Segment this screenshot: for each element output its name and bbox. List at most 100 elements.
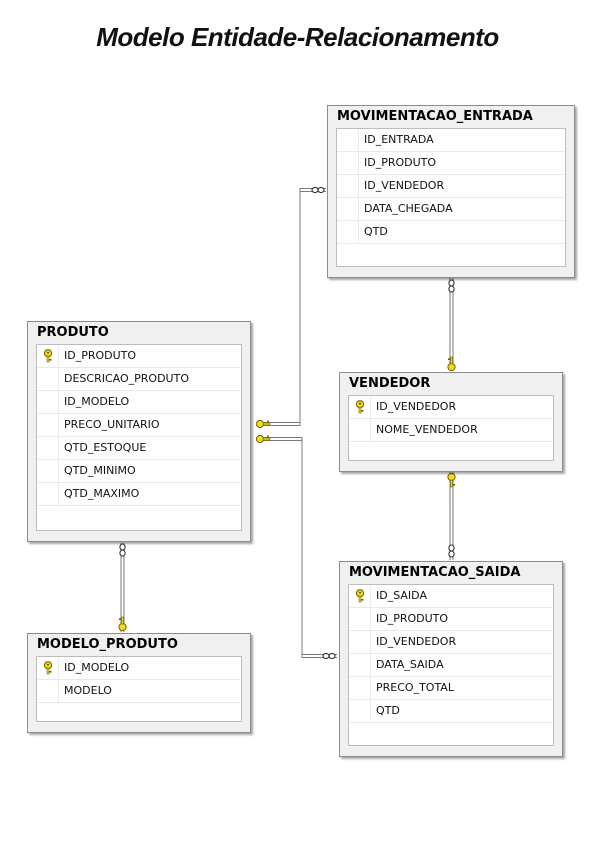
row-selector xyxy=(349,419,371,441)
key-icon xyxy=(43,661,53,675)
key-icon xyxy=(447,356,456,372)
row-selector xyxy=(349,700,371,722)
column-row[interactable]: QTD xyxy=(349,700,553,723)
column-row[interactable]: DATA_CHEGADA xyxy=(337,198,565,221)
row-selector xyxy=(37,483,59,505)
column-row[interactable]: QTD xyxy=(337,221,565,244)
key-icon xyxy=(255,419,271,429)
column-row[interactable]: ID_SAIDA xyxy=(349,585,553,608)
column-row[interactable]: ID_ENTRADA xyxy=(337,129,565,152)
infinity-icon xyxy=(448,279,455,293)
entity-title: MOVIMENTACAO_SAIDA xyxy=(349,565,521,580)
column-row[interactable]: MODELO xyxy=(37,680,241,703)
page-title: Modelo Entidade-Relacionamento xyxy=(96,22,499,52)
column-name: ID_PRODUTO xyxy=(376,612,449,625)
column-row[interactable]: ID_VENDEDOR xyxy=(349,396,553,419)
column-name: ID_VENDEDOR xyxy=(364,179,445,192)
column-name: ID_MODELO xyxy=(64,661,130,674)
column-row[interactable]: ID_MODELO xyxy=(37,391,241,414)
infinity-icon xyxy=(322,652,336,660)
column-name: ID_VENDEDOR xyxy=(376,635,457,648)
key-icon xyxy=(447,472,456,488)
entity-title: MODELO_PRODUTO xyxy=(37,637,178,652)
row-selector xyxy=(349,631,371,653)
column-row[interactable]: DESCRICAO_PRODUTO xyxy=(37,368,241,391)
column-name: ID_PRODUTO xyxy=(64,349,137,362)
rel-vendedor-entrada[interactable] xyxy=(449,278,454,370)
row-selector xyxy=(37,680,59,702)
row-selector xyxy=(37,460,59,482)
row-selector xyxy=(37,657,59,679)
column-name: DATA_CHEGADA xyxy=(364,202,453,215)
column-name: DATA_SAIDA xyxy=(376,658,444,671)
row-selector xyxy=(349,654,371,676)
row-selector xyxy=(337,198,359,220)
column-list: ID_SAIDA ID_PRODUTO ID_VENDEDOR DATA_SAIDA P… xyxy=(348,584,554,746)
key-icon xyxy=(43,349,53,363)
rel-produto-saida[interactable] xyxy=(259,436,337,659)
row-selector xyxy=(337,152,359,174)
key-icon xyxy=(355,589,365,603)
column-list: ID_MODELO MODELO xyxy=(36,656,242,722)
column-name: ID_SAIDA xyxy=(376,589,427,602)
row-selector xyxy=(37,368,59,390)
key-icon xyxy=(355,400,365,414)
key-icon xyxy=(255,434,271,444)
entity-title: VENDEDOR xyxy=(349,376,431,391)
entity-movimentacao-entrada[interactable]: MOVIMENTACAO_ENTRADA ID_ENTRADA ID_PRODUT… xyxy=(327,105,575,278)
column-list: ID_VENDEDOR NOME_VENDEDOR xyxy=(348,395,554,461)
column-row[interactable]: ID_MODELO xyxy=(37,657,241,680)
column-name: PRECO_TOTAL xyxy=(376,681,454,694)
column-name: PRECO_UNITARIO xyxy=(64,418,160,431)
column-name: ID_VENDEDOR xyxy=(376,400,457,413)
column-name: ID_MODELO xyxy=(64,395,130,408)
column-list: ID_PRODUTO DESCRICAO_PRODUTO ID_MODELO PREC… xyxy=(36,344,242,531)
entity-modelo-produto[interactable]: MODELO_PRODUTO ID_MODELO MODELO xyxy=(27,633,251,733)
column-row[interactable]: NOME_VENDEDOR xyxy=(349,419,553,442)
key-icon xyxy=(118,616,127,632)
entity-vendedor[interactable]: VENDEDOR ID_VENDEDOR NOME_VENDEDOR xyxy=(339,372,563,472)
column-row[interactable]: ID_PRODUTO xyxy=(349,608,553,631)
column-name: DESCRICAO_PRODUTO xyxy=(64,372,189,385)
row-selector xyxy=(349,585,371,607)
column-name: QTD_MINIMO xyxy=(64,464,136,477)
row-selector xyxy=(337,175,359,197)
column-name: QTD_ESTOQUE xyxy=(64,441,147,454)
row-selector xyxy=(337,129,359,151)
entity-title: PRODUTO xyxy=(37,325,109,340)
column-row[interactable]: QTD_MAXIMO xyxy=(37,483,241,506)
column-row[interactable]: PRECO_TOTAL xyxy=(349,677,553,700)
column-row[interactable]: ID_PRODUTO xyxy=(337,152,565,175)
row-selector xyxy=(337,221,359,243)
column-name: NOME_VENDEDOR xyxy=(376,423,478,436)
column-name: ID_ENTRADA xyxy=(364,133,434,146)
entity-produto[interactable]: PRODUTO ID_PRODUTO DESCRICAO_PRODUTO ID_MO… xyxy=(27,321,251,542)
column-name: MODELO xyxy=(64,684,112,697)
column-list: ID_ENTRADA ID_PRODUTO ID_VENDEDOR DATA_CHEG… xyxy=(336,128,566,267)
entity-title: MOVIMENTACAO_ENTRADA xyxy=(337,109,533,124)
row-selector xyxy=(37,345,59,367)
rel-modelo-produto[interactable] xyxy=(120,543,125,632)
column-row[interactable]: DATA_SAIDA xyxy=(349,654,553,677)
column-name: QTD_MAXIMO xyxy=(64,487,140,500)
row-selector xyxy=(37,391,59,413)
infinity-icon xyxy=(311,186,325,194)
row-selector xyxy=(349,396,371,418)
rel-produto-entrada[interactable] xyxy=(259,187,326,427)
column-row[interactable]: ID_VENDEDOR xyxy=(349,631,553,654)
infinity-icon xyxy=(119,543,126,557)
column-row[interactable]: ID_PRODUTO xyxy=(37,345,241,368)
column-row[interactable]: PRECO_UNITARIO xyxy=(37,414,241,437)
column-name: QTD xyxy=(364,225,388,238)
column-row[interactable]: ID_VENDEDOR xyxy=(337,175,565,198)
column-row[interactable]: QTD_MINIMO xyxy=(37,460,241,483)
column-name: ID_PRODUTO xyxy=(364,156,437,169)
row-selector xyxy=(349,608,371,630)
row-selector xyxy=(37,437,59,459)
row-selector xyxy=(37,414,59,436)
row-selector xyxy=(349,677,371,699)
column-row[interactable]: QTD_ESTOQUE xyxy=(37,437,241,460)
infinity-icon xyxy=(448,544,455,558)
